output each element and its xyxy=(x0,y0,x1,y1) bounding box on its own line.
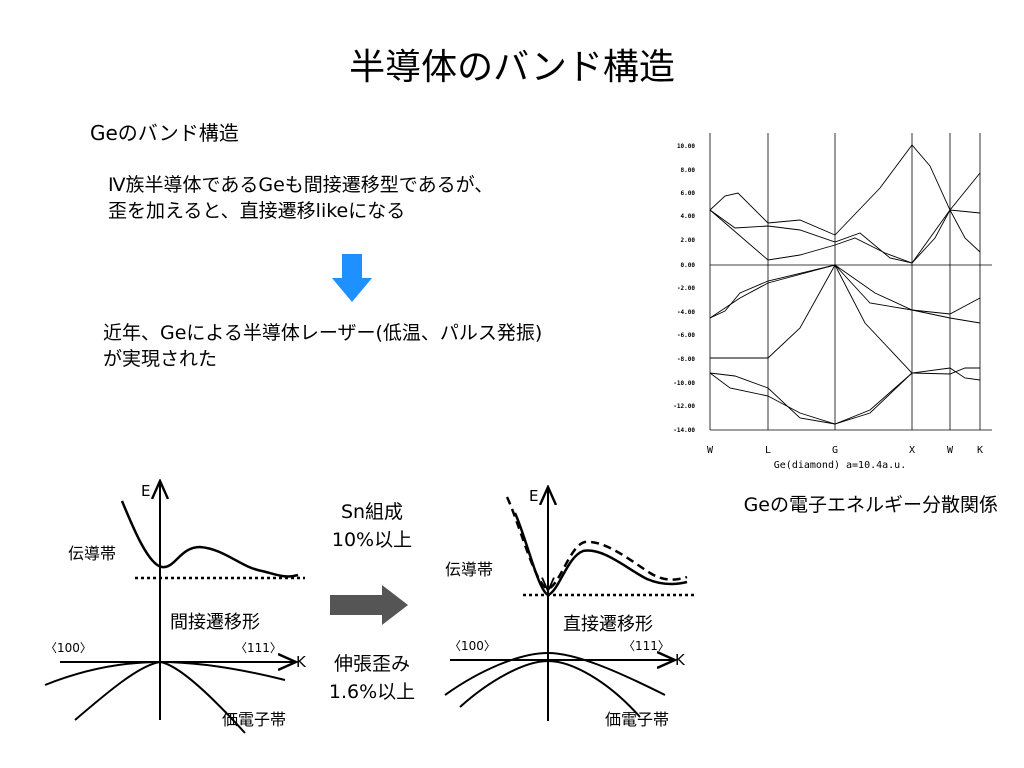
y-tick: 0.00 xyxy=(681,262,696,269)
valence-band-curve xyxy=(459,659,641,718)
y-tick: -14.00 xyxy=(673,427,695,434)
direction-111-label: 〈111〉 xyxy=(623,639,670,653)
y-tick: 8.00 xyxy=(681,167,696,174)
k-label: W xyxy=(947,445,954,456)
indirect-band-diagram: E K 伝導帯 間接遷移形 〈100〉 〈111〉 価電子帯 xyxy=(44,475,307,734)
tensile-strain-text: 伸張歪み 1.6%以上 xyxy=(302,650,442,706)
x-axis-label: Ge(diamond) a=10.4a.u. xyxy=(774,460,906,471)
strain-line: 1.6%以上 xyxy=(328,681,416,703)
sn-composition-text: Sn組成 10%以上 xyxy=(302,498,442,554)
sn-line: Sn組成 xyxy=(340,501,404,523)
y-tick: -6.00 xyxy=(677,332,695,339)
band-curves xyxy=(709,144,981,425)
conduction-band-label: 伝導帯 xyxy=(68,544,116,563)
k-label: K xyxy=(977,445,983,456)
conduction-band-curve xyxy=(513,512,688,597)
k-axis-label: K xyxy=(675,651,686,669)
transition-type-label: 間接遷移形 xyxy=(170,612,260,633)
direction-100-label: 〈100〉 xyxy=(449,639,496,653)
strain-line: 伸張歪み xyxy=(333,653,410,675)
paragraph-line: Ⅳ族半導体であるGeも間接遷移型であるが、 xyxy=(108,174,494,196)
y-tick: 10.00 xyxy=(677,143,695,150)
y-tick: -2.00 xyxy=(677,285,695,292)
band-caption: Geの電子エネルギー分散関係 xyxy=(743,494,998,516)
section-subtitle: Geのバンド構造 xyxy=(90,121,239,145)
valence-band-label: 価電子帯 xyxy=(222,710,286,729)
slide-title: 半導体のバンド構造 xyxy=(349,47,675,88)
e-axis-label: E xyxy=(529,487,538,505)
k-label: X xyxy=(909,445,915,456)
y-tick: -10.00 xyxy=(673,380,695,387)
y-tick: -8.00 xyxy=(677,356,695,363)
paragraph-laser: 近年、Geによる半導体レーザー(低温、パルス発振) が実現された xyxy=(103,320,542,372)
k-labels: W L G X W K xyxy=(707,445,983,456)
y-tick: -12.00 xyxy=(673,403,695,410)
k-label: G xyxy=(832,445,838,456)
direct-band-diagram: E K 伝導帯 直接遷移形 〈100〉 〈111〉 価電子帯 xyxy=(444,485,695,729)
valence-band-curve xyxy=(74,660,246,734)
y-tick: 6.00 xyxy=(681,190,696,197)
valence-band-curve xyxy=(44,660,286,686)
paragraph-line: 歪を加えると、直接遷移likeになる xyxy=(108,200,406,222)
k-axis-label: K xyxy=(296,653,307,671)
paragraph-indirect: Ⅳ族半導体であるGeも間接遷移型であるが、 歪を加えると、直接遷移likeになる xyxy=(108,172,493,224)
y-tick: 2.00 xyxy=(681,237,696,244)
k-label: L xyxy=(765,445,771,456)
right-arrow-icon xyxy=(330,585,408,625)
conduction-band-label: 伝導帯 xyxy=(445,560,493,579)
sn-line: 10%以上 xyxy=(331,529,413,551)
valence-band-label: 価電子帯 xyxy=(605,710,669,729)
direction-111-label: 〈111〉 xyxy=(235,641,282,655)
down-arrow-icon xyxy=(332,254,372,302)
y-tick: -4.00 xyxy=(677,309,695,316)
band-axes xyxy=(709,133,992,431)
paragraph-line: 近年、Geによる半導体レーザー(低温、パルス発振) xyxy=(103,322,543,344)
transition-type-label: 直接遷移形 xyxy=(563,614,653,635)
k-label: W xyxy=(707,445,714,456)
y-tick: 4.00 xyxy=(681,213,696,220)
band-structure-graph: 10.00 8.00 6.00 4.00 2.00 0.00 -2.00 -4.… xyxy=(673,133,992,471)
e-axis-label: E xyxy=(141,482,150,500)
direction-100-label: 〈100〉 xyxy=(45,641,92,655)
y-tick-labels: 10.00 8.00 6.00 4.00 2.00 0.00 -2.00 -4.… xyxy=(673,143,695,434)
paragraph-line: が実現された xyxy=(103,348,218,370)
conduction-band-dashed-curve xyxy=(505,496,688,591)
conduction-band-curve xyxy=(120,500,299,578)
valence-band-curve xyxy=(444,651,666,696)
